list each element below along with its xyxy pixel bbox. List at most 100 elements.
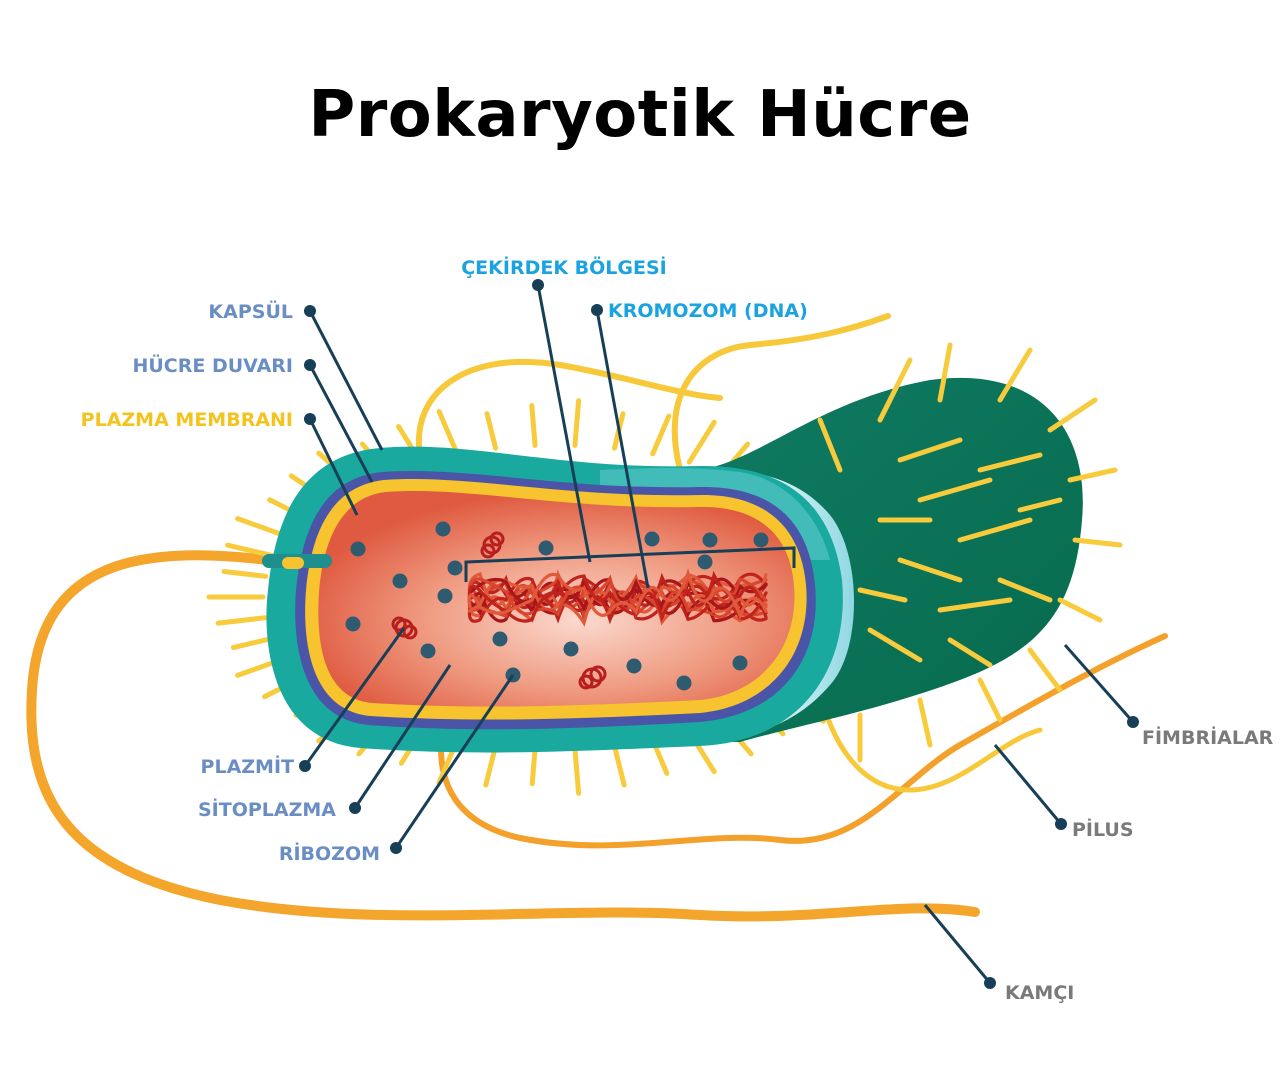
- leader-dot: [1127, 716, 1139, 728]
- leader-dot: [349, 802, 361, 814]
- flagellum: [26, 550, 980, 922]
- ribosome: [563, 641, 579, 657]
- label-plazmit: PLAZMİT: [201, 754, 294, 778]
- fimbria: [230, 635, 277, 651]
- dna-strand: [467, 574, 768, 620]
- fimbria: [529, 746, 538, 787]
- leader-lines: [303, 284, 1135, 984]
- fimbria: [436, 409, 460, 457]
- fimbria: [937, 342, 953, 403]
- leader-line: [308, 418, 359, 516]
- capsule-highlight: [600, 468, 830, 560]
- fimbria: [937, 597, 1013, 613]
- ribosome: [392, 573, 408, 589]
- ribosome: [447, 560, 463, 576]
- plasmid: [578, 665, 607, 690]
- ribosome: [676, 675, 692, 691]
- fimbria: [221, 569, 269, 579]
- leader-line: [923, 904, 992, 984]
- label-kapsul: KAPSÜL: [208, 299, 293, 323]
- fimbria: [957, 517, 1033, 543]
- dna-strand: [467, 568, 768, 621]
- label-hucre-duvari: HÜCRE DUVARI: [132, 353, 293, 377]
- label-ribozom: RİBOZOM: [279, 841, 380, 865]
- fimbria: [529, 402, 538, 448]
- leader-line: [595, 309, 650, 589]
- leader-dot: [1055, 818, 1067, 830]
- ribosome: [732, 655, 748, 671]
- leader-line: [303, 627, 406, 767]
- ribosome: [626, 658, 642, 674]
- leader-line: [536, 284, 592, 563]
- label-pilus: PİLUS: [1072, 817, 1134, 841]
- nucleoid-bracket: [464, 546, 796, 582]
- pilus-right: [817, 687, 1043, 793]
- plasmid: [391, 616, 418, 640]
- fimbria: [1067, 467, 1118, 483]
- leader-line: [308, 364, 374, 483]
- ribosome: [702, 532, 718, 548]
- fimbria: [857, 587, 908, 603]
- fimbria: [650, 413, 672, 457]
- fimbria: [1017, 497, 1063, 513]
- leader-dots: [299, 279, 1139, 989]
- leader-dot: [304, 413, 316, 425]
- leader-dot: [591, 304, 603, 316]
- leader-dot: [299, 760, 311, 772]
- ribosome: [697, 554, 713, 570]
- fimbria: [817, 417, 843, 473]
- chromosome-dna: [467, 568, 768, 627]
- leader-line: [394, 674, 515, 849]
- fimbria: [997, 577, 1053, 603]
- fimbria: [484, 411, 499, 451]
- fimbria: [215, 615, 269, 626]
- tail-fimbriae: [817, 342, 1123, 763]
- fimbria: [977, 677, 1003, 723]
- fimbria: [947, 637, 993, 668]
- fimbria: [867, 627, 923, 663]
- fimbria: [897, 437, 963, 463]
- fimbria: [1057, 597, 1103, 623]
- leader-dot: [984, 977, 996, 989]
- label-cekirdek-bolgesi: ÇEKİRDEK BÖLGESİ: [461, 255, 667, 279]
- fimbria: [1072, 537, 1123, 548]
- fimbria: [572, 746, 582, 796]
- fimbria: [917, 697, 933, 748]
- ribosome: [420, 643, 436, 659]
- fimbria: [572, 398, 582, 448]
- plasmid: [480, 531, 505, 559]
- ribosome: [753, 532, 769, 548]
- cytoplasm: [318, 491, 795, 707]
- label-kromozom: KROMOZOM (DNA): [608, 300, 808, 322]
- ribosome: [492, 631, 508, 647]
- fimbria: [611, 743, 627, 788]
- leader-dot: [304, 359, 316, 371]
- leader-dot: [532, 279, 544, 291]
- ribosome: [538, 540, 554, 556]
- fimbria: [917, 477, 993, 503]
- label-sitoplazma: SİTOPLAZMA: [198, 797, 336, 821]
- leader-line: [993, 744, 1063, 825]
- membrane-channel: [262, 554, 332, 569]
- fimbria: [1027, 647, 1063, 693]
- plasmids: [391, 531, 607, 690]
- fimbria: [235, 516, 290, 539]
- pilus-bottom: [438, 633, 1168, 849]
- label-plazma-membrani: PLAZMA MEMBRANI: [81, 409, 293, 431]
- ribosome: [644, 531, 660, 547]
- label-kamci: KAMÇI: [1005, 982, 1074, 1004]
- ribosome: [435, 521, 451, 537]
- fimbria: [686, 419, 717, 465]
- leader-line: [353, 664, 452, 809]
- fimbria: [225, 542, 277, 559]
- fimbria: [977, 452, 1043, 473]
- pilus-top-right: [671, 313, 891, 473]
- ribosome: [350, 541, 366, 557]
- dna-strand: [467, 577, 768, 623]
- label-fimbrialar: FİMBRİALAR: [1142, 725, 1274, 749]
- fimbria: [1047, 397, 1098, 433]
- fimbria: [997, 347, 1033, 403]
- leader-line: [1063, 644, 1135, 723]
- fimbria: [877, 357, 913, 423]
